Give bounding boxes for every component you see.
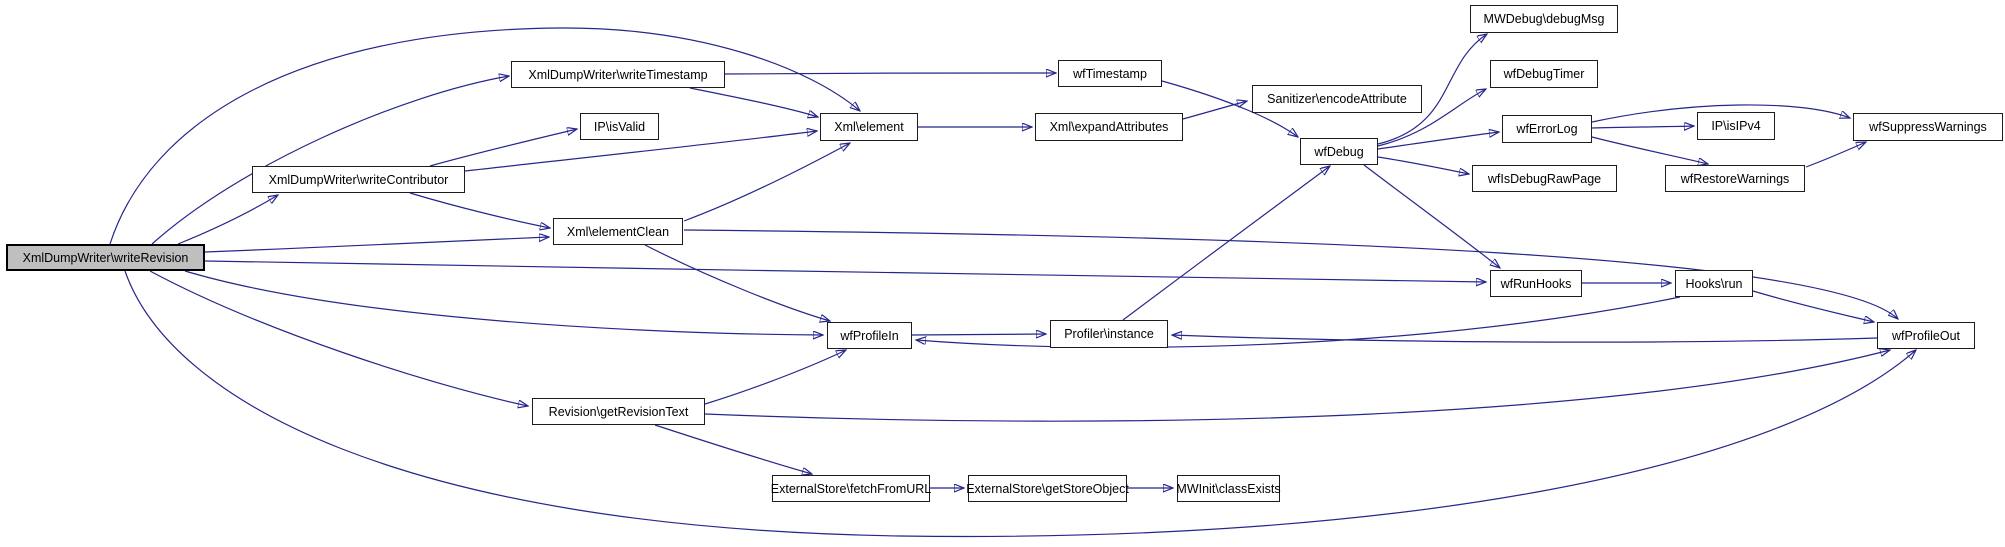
edge-writeRevision-wfProfileOut xyxy=(124,270,1916,538)
node-wfProfileOut[interactable]: wfProfileOut xyxy=(1877,322,1975,349)
edge-elementClean-wfProfileIn xyxy=(644,244,830,321)
edge-wfDebug-wfRunHooks xyxy=(1363,164,1500,268)
edge-wfProfileOut-profilerInstance xyxy=(1172,335,1878,343)
node-classExists[interactable]: MWInit\classExists xyxy=(1176,475,1281,502)
edge-wfErrorLog-isIPv4 xyxy=(1591,126,1694,128)
edge-writeContributor-isValid xyxy=(429,129,577,167)
node-profilerInstance[interactable]: Profiler\instance xyxy=(1050,320,1168,348)
node-wfRunHooks[interactable]: wfRunHooks xyxy=(1490,270,1582,297)
node-wfRestoreWarnings[interactable]: wfRestoreWarnings xyxy=(1665,165,1805,192)
node-writeContributor[interactable]: XmlDumpWriter\writeContributor xyxy=(252,166,465,193)
edge-wfDebug-wfIsDebugRawPage xyxy=(1377,156,1469,174)
node-elementClean[interactable]: Xml\elementClean xyxy=(553,218,683,245)
edge-wfProfileIn-profilerInstance xyxy=(911,334,1046,335)
node-writeRevision: XmlDumpWriter\writeRevision xyxy=(6,244,205,271)
node-fetchFromURL[interactable]: ExternalStore\fetchFromURL xyxy=(771,475,931,502)
edge-getRevisionText-fetchFromURL xyxy=(654,424,812,474)
edge-writeRevision-element xyxy=(109,27,860,245)
edge-getRevisionText-wfProfileOut xyxy=(704,350,1890,422)
edge-writeRevision-wfRunHooks xyxy=(204,260,1486,282)
node-wfDebugTimer[interactable]: wfDebugTimer xyxy=(1490,60,1598,88)
edge-wfTimestamp-wfDebug xyxy=(1161,80,1298,137)
edge-profilerInstance-wfDebug xyxy=(1122,166,1330,321)
edge-wfDebug-debugMsg xyxy=(1377,34,1487,145)
node-isIPv4[interactable]: IP\isIPv4 xyxy=(1697,112,1775,140)
node-element[interactable]: Xml\element xyxy=(820,113,918,141)
node-debugMsg[interactable]: MWDebug\debugMsg xyxy=(1470,5,1618,33)
edge-writeRevision-wfProfileIn xyxy=(184,270,823,335)
edge-writeRevision-elementClean xyxy=(204,237,549,253)
edge-writeRevision-writeContributor xyxy=(177,195,278,245)
edge-writeTimestamp-wfTimestamp xyxy=(724,73,1056,74)
edge-writeRevision-writeTimestamp xyxy=(151,76,509,245)
edge-wfDebug-wfErrorLog xyxy=(1377,132,1499,150)
edge-elementClean-wfProfileOut xyxy=(683,229,1898,319)
node-wfDebug[interactable]: wfDebug xyxy=(1300,138,1378,165)
node-getRevisionText[interactable]: Revision\getRevisionText xyxy=(532,398,705,425)
edge-writeContributor-element xyxy=(464,131,817,172)
node-hooksRun[interactable]: Hooks\run xyxy=(1675,270,1753,297)
edge-wfRestoreWarnings-wfSuppressWarnings xyxy=(1805,142,1866,168)
edge-writeContributor-elementClean xyxy=(409,192,550,228)
edge-wfErrorLog-wfSuppressWarnings xyxy=(1591,104,1850,123)
edge-wfDebug-wfDebugTimer xyxy=(1377,89,1486,147)
node-wfIsDebugRawPage[interactable]: wfIsDebugRawPage xyxy=(1472,165,1617,192)
edge-writeTimestamp-element xyxy=(689,87,818,117)
node-expandAttributes[interactable]: Xml\expandAttributes xyxy=(1035,113,1183,141)
edge-hooksRun-wfProfileOut xyxy=(1752,290,1874,322)
edge-writeRevision-getRevisionText xyxy=(149,270,528,406)
node-wfErrorLog[interactable]: wfErrorLog xyxy=(1502,115,1592,143)
edge-elementClean-element xyxy=(683,143,850,222)
edge-wfErrorLog-wfRestoreWarnings xyxy=(1591,136,1708,164)
node-isValid[interactable]: IP\isValid xyxy=(580,113,659,140)
node-wfSuppressWarnings[interactable]: wfSuppressWarnings xyxy=(1853,113,2003,141)
node-writeTimestamp[interactable]: XmlDumpWriter\writeTimestamp xyxy=(511,61,725,88)
edge-expandAttributes-encodeAttribute xyxy=(1182,101,1247,120)
node-wfTimestamp[interactable]: wfTimestamp xyxy=(1058,60,1162,87)
node-encodeAttribute[interactable]: Sanitizer\encodeAttribute xyxy=(1252,85,1422,113)
edge-getRevisionText-wfProfileIn xyxy=(704,350,846,405)
node-wfProfileIn[interactable]: wfProfileIn xyxy=(827,322,912,349)
edge-hooksRun-wfProfileIn xyxy=(916,296,1681,348)
node-getStoreObject[interactable]: ExternalStore\getStoreObject xyxy=(966,475,1129,502)
